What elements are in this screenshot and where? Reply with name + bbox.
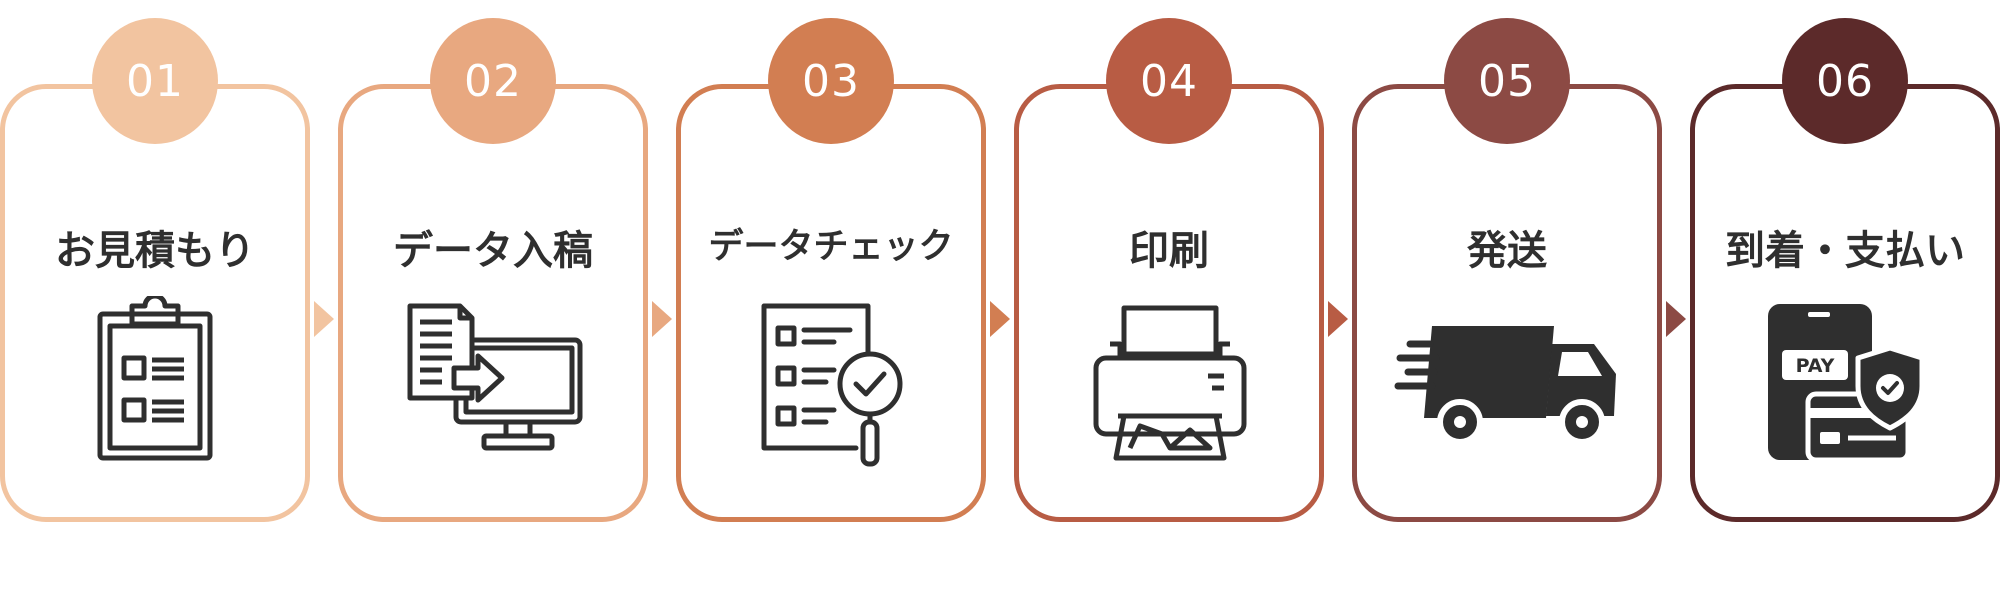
step-02: 02 データ入稿 xyxy=(338,0,648,522)
step-title: 到着・支払い xyxy=(1725,228,1965,274)
step-title: データ入稿 xyxy=(393,228,593,274)
mobile-payment-icon: PAY xyxy=(1764,300,1930,470)
printer-icon xyxy=(1090,296,1250,466)
step-number-badge: 02 xyxy=(430,18,556,144)
step-04: 04 印刷 xyxy=(1014,0,1324,522)
step-number-badge: 06 xyxy=(1782,18,1908,144)
arrow-icon xyxy=(1666,301,1686,337)
step-number-badge: 03 xyxy=(768,18,894,144)
step-title: 発送 xyxy=(1467,228,1547,274)
step-title: 印刷 xyxy=(1129,228,1209,274)
checklist-magnifier-icon xyxy=(754,296,924,467)
step-05: 05 発送 xyxy=(1352,0,1662,522)
clipboard-icon xyxy=(80,293,230,466)
pay-label: PAY xyxy=(1796,355,1835,377)
step-06: 06 到着・支払い PAY xyxy=(1690,0,2000,522)
arrow-icon xyxy=(652,301,672,337)
arrow-icon xyxy=(990,301,1010,337)
step-01: 01 お見積もり xyxy=(0,0,310,522)
arrow-icon xyxy=(1328,301,1348,337)
step-title: データチェック xyxy=(708,227,954,267)
file-upload-monitor-icon xyxy=(398,296,588,466)
step-title: お見積もり xyxy=(55,228,255,274)
step-03: 03 データチェック xyxy=(676,0,986,522)
step-number-badge: 04 xyxy=(1106,18,1232,144)
step-number-badge: 01 xyxy=(92,18,218,144)
step-number-badge: 05 xyxy=(1444,18,1570,144)
arrow-icon xyxy=(314,301,334,337)
delivery-truck-icon xyxy=(1394,296,1624,466)
